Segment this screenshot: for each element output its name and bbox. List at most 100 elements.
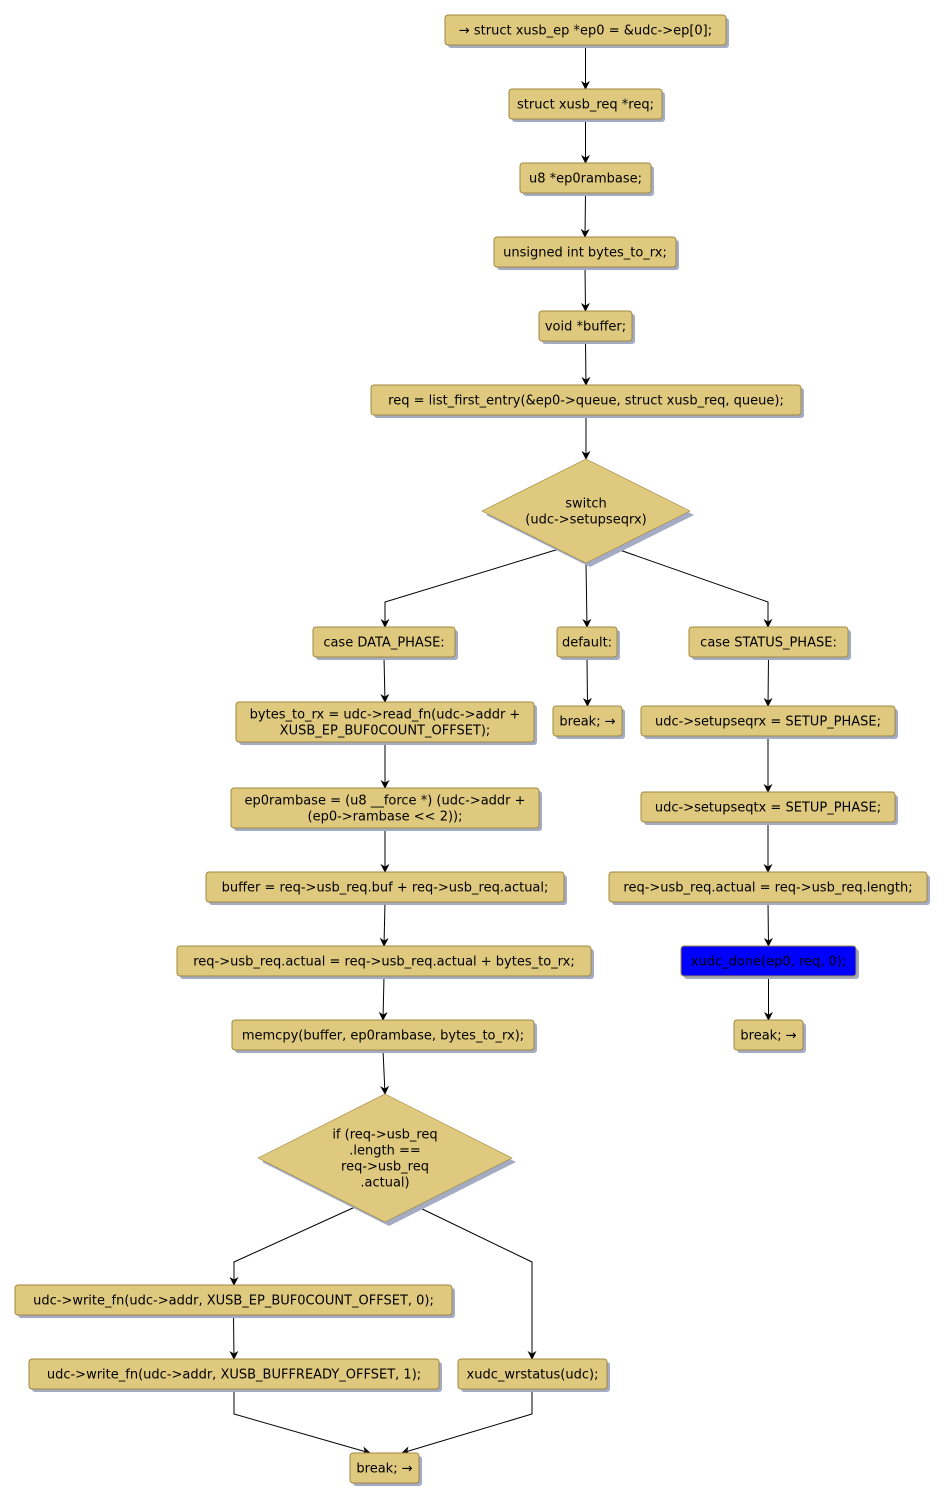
- node-label: (ep0->rambase << 2));: [308, 810, 463, 825]
- process-node: case DATA_PHASE:: [312, 626, 458, 660]
- node-shape: [231, 1019, 535, 1051]
- edge-arrow: [763, 901, 773, 947]
- node-shape: [556, 626, 618, 658]
- process-node: udc->write_fn(udc->addr, XUSB_BUFFREADY_…: [28, 1358, 442, 1392]
- edge-arrow: [401, 1389, 533, 1455]
- process-node: break; →: [733, 1019, 806, 1053]
- node-label: xudc_wrstatus(udc);: [467, 1368, 599, 1383]
- edge-arrow: [233, 1389, 371, 1456]
- node-label: break; →: [559, 715, 615, 730]
- node-label: XUSB_EP_BUF0COUNT_OFFSET);: [280, 724, 491, 739]
- node-label: req = list_first_entry(&ep0->queue, stru…: [388, 394, 784, 409]
- node-shape: [312, 626, 456, 658]
- edge-arrow: [580, 192, 590, 238]
- node-shape: [28, 1358, 440, 1390]
- node-label: (udc->setupseqrx): [525, 513, 646, 528]
- process-node: req->usb_req.actual = req->usb_req.actua…: [176, 945, 594, 979]
- node-label: if (req->usb_req: [332, 1128, 437, 1143]
- node-shape: [349, 1452, 420, 1484]
- node-label: udc->setupseqrx = SETUP_PHASE;: [655, 715, 881, 730]
- node-shape: [733, 1019, 804, 1051]
- edge-arrow: [613, 547, 773, 628]
- edge-arrow: [415, 1205, 537, 1360]
- process-node: udc->setupseqrx = SETUP_PHASE;: [640, 705, 898, 739]
- node-label: break; →: [356, 1462, 412, 1477]
- node-label: case STATUS_PHASE:: [700, 636, 837, 651]
- node-label: udc->write_fn(udc->addr, XUSB_BUFFREADY_…: [47, 1368, 421, 1383]
- node-label: case DATA_PHASE:: [323, 636, 444, 651]
- node-label: req->usb_req.actual = req->usb_req.lengt…: [623, 881, 912, 896]
- node-shape: [481, 458, 691, 564]
- process-node: req = list_first_entry(&ep0->queue, stru…: [370, 384, 804, 418]
- nodes: → struct xusb_ep *ep0 = &udc->ep[0]; stru…: [14, 14, 930, 1486]
- node-shape: [608, 871, 928, 903]
- node-label: buffer = req->usb_req.buf + req->usb_req…: [222, 881, 549, 896]
- process-node: default:: [556, 626, 620, 660]
- node-shape: [640, 705, 896, 737]
- process-node: buffer = req->usb_req.buf + req->usb_req…: [205, 871, 567, 905]
- process-node: xudc_done(ep0, req, 0);: [680, 945, 859, 979]
- node-shape: [538, 310, 633, 342]
- node-shape: [444, 14, 727, 46]
- decision-node: if (req->usb_req.length ==req->usb_req.a…: [257, 1093, 516, 1226]
- process-node: req->usb_req.actual = req->usb_req.lengt…: [608, 871, 930, 905]
- edge-arrow: [580, 266, 590, 312]
- edge-arrow: [582, 562, 592, 628]
- node-label: .length ==: [349, 1144, 421, 1159]
- edge-arrow: [229, 1314, 239, 1360]
- node-label: req->usb_req.actual = req->usb_req.actua…: [193, 955, 575, 970]
- process-node: udc->setupseqtx = SETUP_PHASE;: [640, 791, 898, 825]
- edges: [229, 45, 773, 1456]
- node-shape: [235, 701, 535, 743]
- node-shape: [552, 705, 623, 737]
- node-label: default:: [562, 636, 612, 651]
- process-node: bytes_to_rx = udc->read_fn(udc->addr +XU…: [235, 701, 537, 745]
- edge-arrow: [380, 548, 560, 628]
- node-label: .actual): [360, 1176, 409, 1191]
- process-node: case STATUS_PHASE:: [688, 626, 851, 660]
- node-shape: [493, 236, 677, 268]
- node-label: udc->setupseqtx = SETUP_PHASE;: [655, 801, 881, 816]
- process-node: break; →: [349, 1452, 422, 1486]
- process-node: xudc_wrstatus(udc);: [457, 1358, 610, 1392]
- node-label: void *buffer;: [545, 320, 626, 335]
- node-shape: [688, 626, 849, 658]
- process-node: memcpy(buffer, ep0rambase, bytes_to_rx);: [231, 1019, 537, 1053]
- node-label: switch: [565, 497, 607, 512]
- node-label: struct xusb_req *req;: [517, 98, 654, 113]
- node-label: memcpy(buffer, ep0rambase, bytes_to_rx);: [242, 1029, 524, 1044]
- node-shape: [640, 791, 896, 823]
- edge-arrow: [379, 901, 389, 947]
- node-label: bytes_to_rx = udc->read_fn(udc->addr +: [250, 708, 521, 723]
- edge-arrow: [582, 656, 592, 707]
- node-label: u8 *ep0rambase;: [529, 172, 642, 187]
- node-shape: [457, 1358, 608, 1390]
- decision-node: switch(udc->setupseqrx): [481, 458, 694, 567]
- node-shape: [508, 88, 663, 120]
- edge-arrow: [229, 1206, 356, 1286]
- node-shape: [176, 945, 592, 977]
- node-shape: [680, 945, 857, 977]
- node-label: xudc_done(ep0, req, 0);: [691, 955, 846, 970]
- node-shape: [230, 787, 540, 829]
- process-node: → struct xusb_ep *ep0 = &udc->ep[0];: [444, 14, 729, 48]
- process-node: unsigned int bytes_to_rx;: [493, 236, 679, 270]
- process-node: struct xusb_req *req;: [508, 88, 665, 122]
- edge-arrow: [380, 1049, 390, 1095]
- edge-arrow: [378, 975, 388, 1021]
- node-label: udc->write_fn(udc->addr, XUSB_EP_BUF0COU…: [33, 1294, 434, 1309]
- edge-arrow: [763, 656, 773, 707]
- node-shape: [370, 384, 802, 416]
- node-label: ep0rambase = (u8 __force *) (udc->addr +: [244, 794, 525, 809]
- node-shape: [14, 1284, 453, 1316]
- node-shape: [257, 1093, 513, 1223]
- process-node: u8 *ep0rambase;: [519, 162, 654, 196]
- process-node: break; →: [552, 705, 625, 739]
- node-label: unsigned int bytes_to_rx;: [503, 246, 667, 261]
- process-node: ep0rambase = (u8 __force *) (udc->addr +…: [230, 787, 542, 831]
- node-shape: [205, 871, 565, 903]
- node-label: → struct xusb_ep *ep0 = &udc->ep[0];: [459, 24, 712, 39]
- process-node: udc->write_fn(udc->addr, XUSB_EP_BUF0COU…: [14, 1284, 455, 1318]
- node-shape: [519, 162, 652, 194]
